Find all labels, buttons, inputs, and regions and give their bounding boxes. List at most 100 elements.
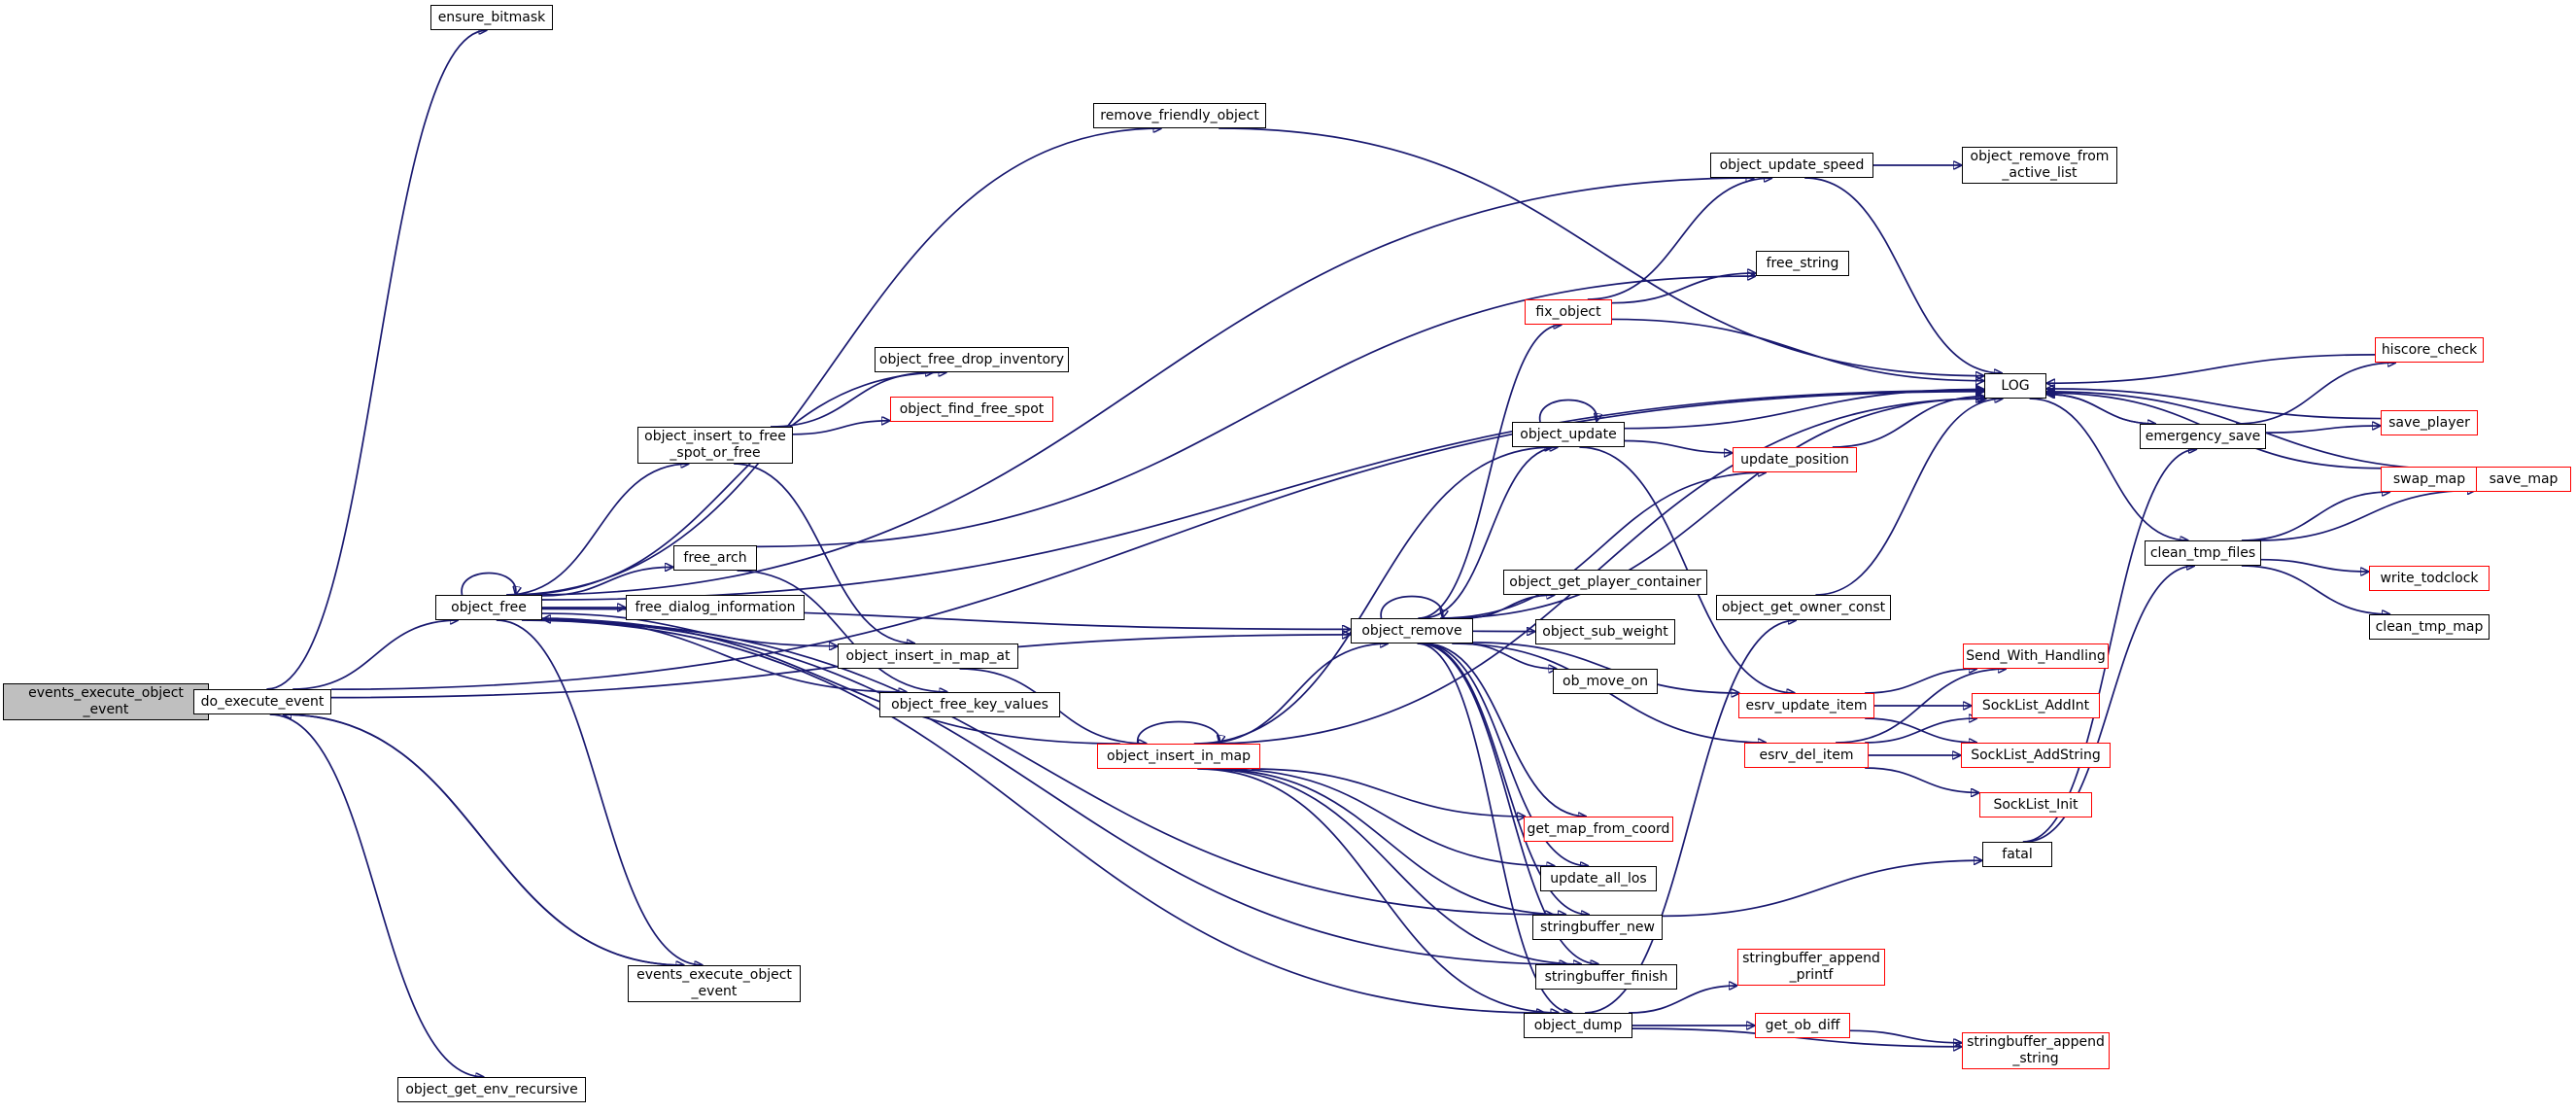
node-object-remove[interactable]: object_remove [1351,618,1473,643]
node-label: object_insert_in_map [1107,748,1251,765]
node-send-with-handling[interactable]: Send_With_Handling [1963,643,2109,669]
node-do-execute-event[interactable]: do_execute_event [193,689,331,714]
node-label: ensure_bitmask [438,10,546,26]
edge-object_insert_in_map-to-object_free [542,619,1120,744]
node-label: do_execute_event [201,694,325,711]
node-label: object_free [451,600,527,616]
node-hiscore-check[interactable]: hiscore_check [2375,337,2484,363]
node-free-dialog-information[interactable]: free_dialog_information [626,595,805,620]
node-free-string[interactable]: free_string [1756,251,1849,276]
node-label: events_execute_object _event [28,685,184,718]
node-label: SockList_AddInt [1982,698,2089,714]
node-label: free_dialog_information [635,600,795,616]
edge-object_insert_in_map-to-object_remove [1202,643,1389,744]
edge-object_free-to-object_insert_to_free_spot_or_free [506,464,689,595]
node-get-ob-diff[interactable]: get_ob_diff [1755,1013,1850,1038]
node-object-get-owner-const[interactable]: object_get_owner_const [1716,595,1891,620]
node-object-insert-in-map-at[interactable]: object_insert_in_map_at [838,643,1018,669]
edge-stringbuffer_new-to-fatal [1663,860,1982,916]
node-object-update-speed[interactable]: object_update_speed [1710,153,1873,178]
node-object-free-drop-inventory[interactable]: object_free_drop_inventory [875,347,1069,372]
edge-clean_tmp_files-to-swap_map [2242,492,2390,540]
node-update-position[interactable]: update_position [1733,447,1857,472]
node-fix-object[interactable]: fix_object [1525,299,1612,325]
node-log[interactable]: LOG [1984,373,2046,399]
node-object-find-free-spot[interactable]: object_find_free_spot [890,397,1053,422]
node-socklist-addint[interactable]: SockList_AddInt [1972,693,2100,718]
node-label: object_sub_weight [1542,624,1667,641]
edge-object_insert_in_map-to-update_all_los [1222,769,1556,866]
node-object-update[interactable]: object_update [1512,422,1625,447]
node-save-player[interactable]: save_player [2381,410,2478,435]
node-label: object_remove_from _active_list [1971,149,2110,182]
node-label: free_string [1767,256,1839,272]
node-socklist-init[interactable]: SockList_Init [1979,792,2092,817]
node-label: esrv_update_item [1746,698,1868,714]
node-stringbuffer-new[interactable]: stringbuffer_new [1532,915,1663,940]
node-label: object_update_speed [1720,157,1865,174]
node-object-get-player-container[interactable]: object_get_player_container [1503,570,1707,595]
node-label: stringbuffer_new [1540,920,1655,936]
node-events-execute-object-event-root[interactable]: events_execute_object _event [3,683,209,720]
node-stringbuffer-append-string[interactable]: stringbuffer_append _string [1962,1032,2110,1069]
node-object-free[interactable]: object_free [435,595,542,620]
edge-hiscore_check-to-LOG [2046,355,2375,383]
node-fatal[interactable]: fatal [1982,842,2052,867]
edge-esrv_del_item-to-SockList_AddInt [1865,718,1977,743]
node-write-todclock[interactable]: write_todclock [2369,566,2490,591]
node-label: save_player [2388,415,2470,432]
node-save-map[interactable]: save_map [2476,467,2571,492]
node-stringbuffer-finish[interactable]: stringbuffer_finish [1535,964,1677,990]
node-object-free-key-values[interactable]: object_free_key_values [879,692,1060,717]
edge-do_execute_event-to-object_get_env_recursive [270,714,485,1077]
node-label: update_position [1740,452,1849,469]
node-label: remove_friendly_object [1100,108,1258,124]
node-label: object_find_free_spot [900,401,1045,418]
node-update-all-los[interactable]: update_all_los [1540,866,1657,891]
node-object-dump[interactable]: object_dump [1524,1013,1632,1038]
node-swap-map[interactable]: swap_map [2381,467,2478,492]
node-ob-move-on[interactable]: ob_move_on [1553,669,1658,694]
node-label: object_remove [1361,623,1461,640]
node-esrv-update-item[interactable]: esrv_update_item [1738,693,1874,718]
node-free-arch[interactable]: free_arch [673,545,757,571]
node-ensure-bitmask[interactable]: ensure_bitmask [430,5,553,30]
node-object-insert-to-free-spot-or-free[interactable]: object_insert_to_free _spot_or_free [637,427,793,464]
node-label: object_free_key_values [891,697,1048,713]
node-stringbuffer-append-printf[interactable]: stringbuffer_append _printf [1737,949,1885,986]
node-label: emergency_save [2146,429,2261,445]
node-emergency-save[interactable]: emergency_save [2140,424,2266,449]
edge-events_execute_object_event-to-do_execute_event [283,714,685,965]
node-object-insert-in-map[interactable]: object_insert_in_map [1097,744,1260,769]
node-label: fatal [2002,847,2032,863]
node-label: stringbuffer_finish [1545,969,1668,986]
node-label: write_todclock [2380,571,2478,587]
edge-object_remove-to-object_remove [1381,597,1443,619]
node-object-remove-from-active-list[interactable]: object_remove_from _active_list [1962,147,2117,184]
edge-esrv_del_item-to-SockList_Init [1865,768,1979,792]
node-get-map-from-coord[interactable]: get_map_from_coord [1524,817,1673,842]
node-label: object_dump [1534,1018,1622,1034]
node-object-sub-weight[interactable]: object_sub_weight [1535,619,1675,644]
node-label: Send_With_Handling [1966,648,2105,665]
node-socklist-addstring[interactable]: SockList_AddString [1961,743,2111,768]
edge-do_execute_event-to-ensure_bitmask [266,30,487,689]
node-clean-tmp-files[interactable]: clean_tmp_files [2145,540,2261,566]
node-esrv-del-item[interactable]: esrv_del_item [1744,743,1869,768]
node-label: SockList_AddString [1971,748,2101,764]
node-label: events_execute_object _event [636,967,792,1000]
node-clean-tmp-map[interactable]: clean_tmp_map [2369,614,2490,640]
edge-object_get_owner_const-to-LOG [1815,399,2003,595]
node-object-get-env-recursive[interactable]: object_get_env_recursive [397,1077,586,1102]
edge-object_insert_in_map-to-object_dump [1197,769,1559,1013]
node-label: esrv_del_item [1760,748,1854,764]
node-label: SockList_Init [1993,797,2078,814]
node-label: object_get_owner_const [1722,600,1885,616]
node-remove-friendly-object[interactable]: remove_friendly_object [1093,103,1266,128]
node-label: LOG [2001,378,2029,395]
edge-object_free-to-object_update_speed [526,178,1754,595]
node-events-execute-object-event[interactable]: events_execute_object _event [628,965,801,1002]
node-label: object_insert_in_map_at [846,648,1011,665]
edge-fix_object-to-LOG [1612,319,1984,380]
